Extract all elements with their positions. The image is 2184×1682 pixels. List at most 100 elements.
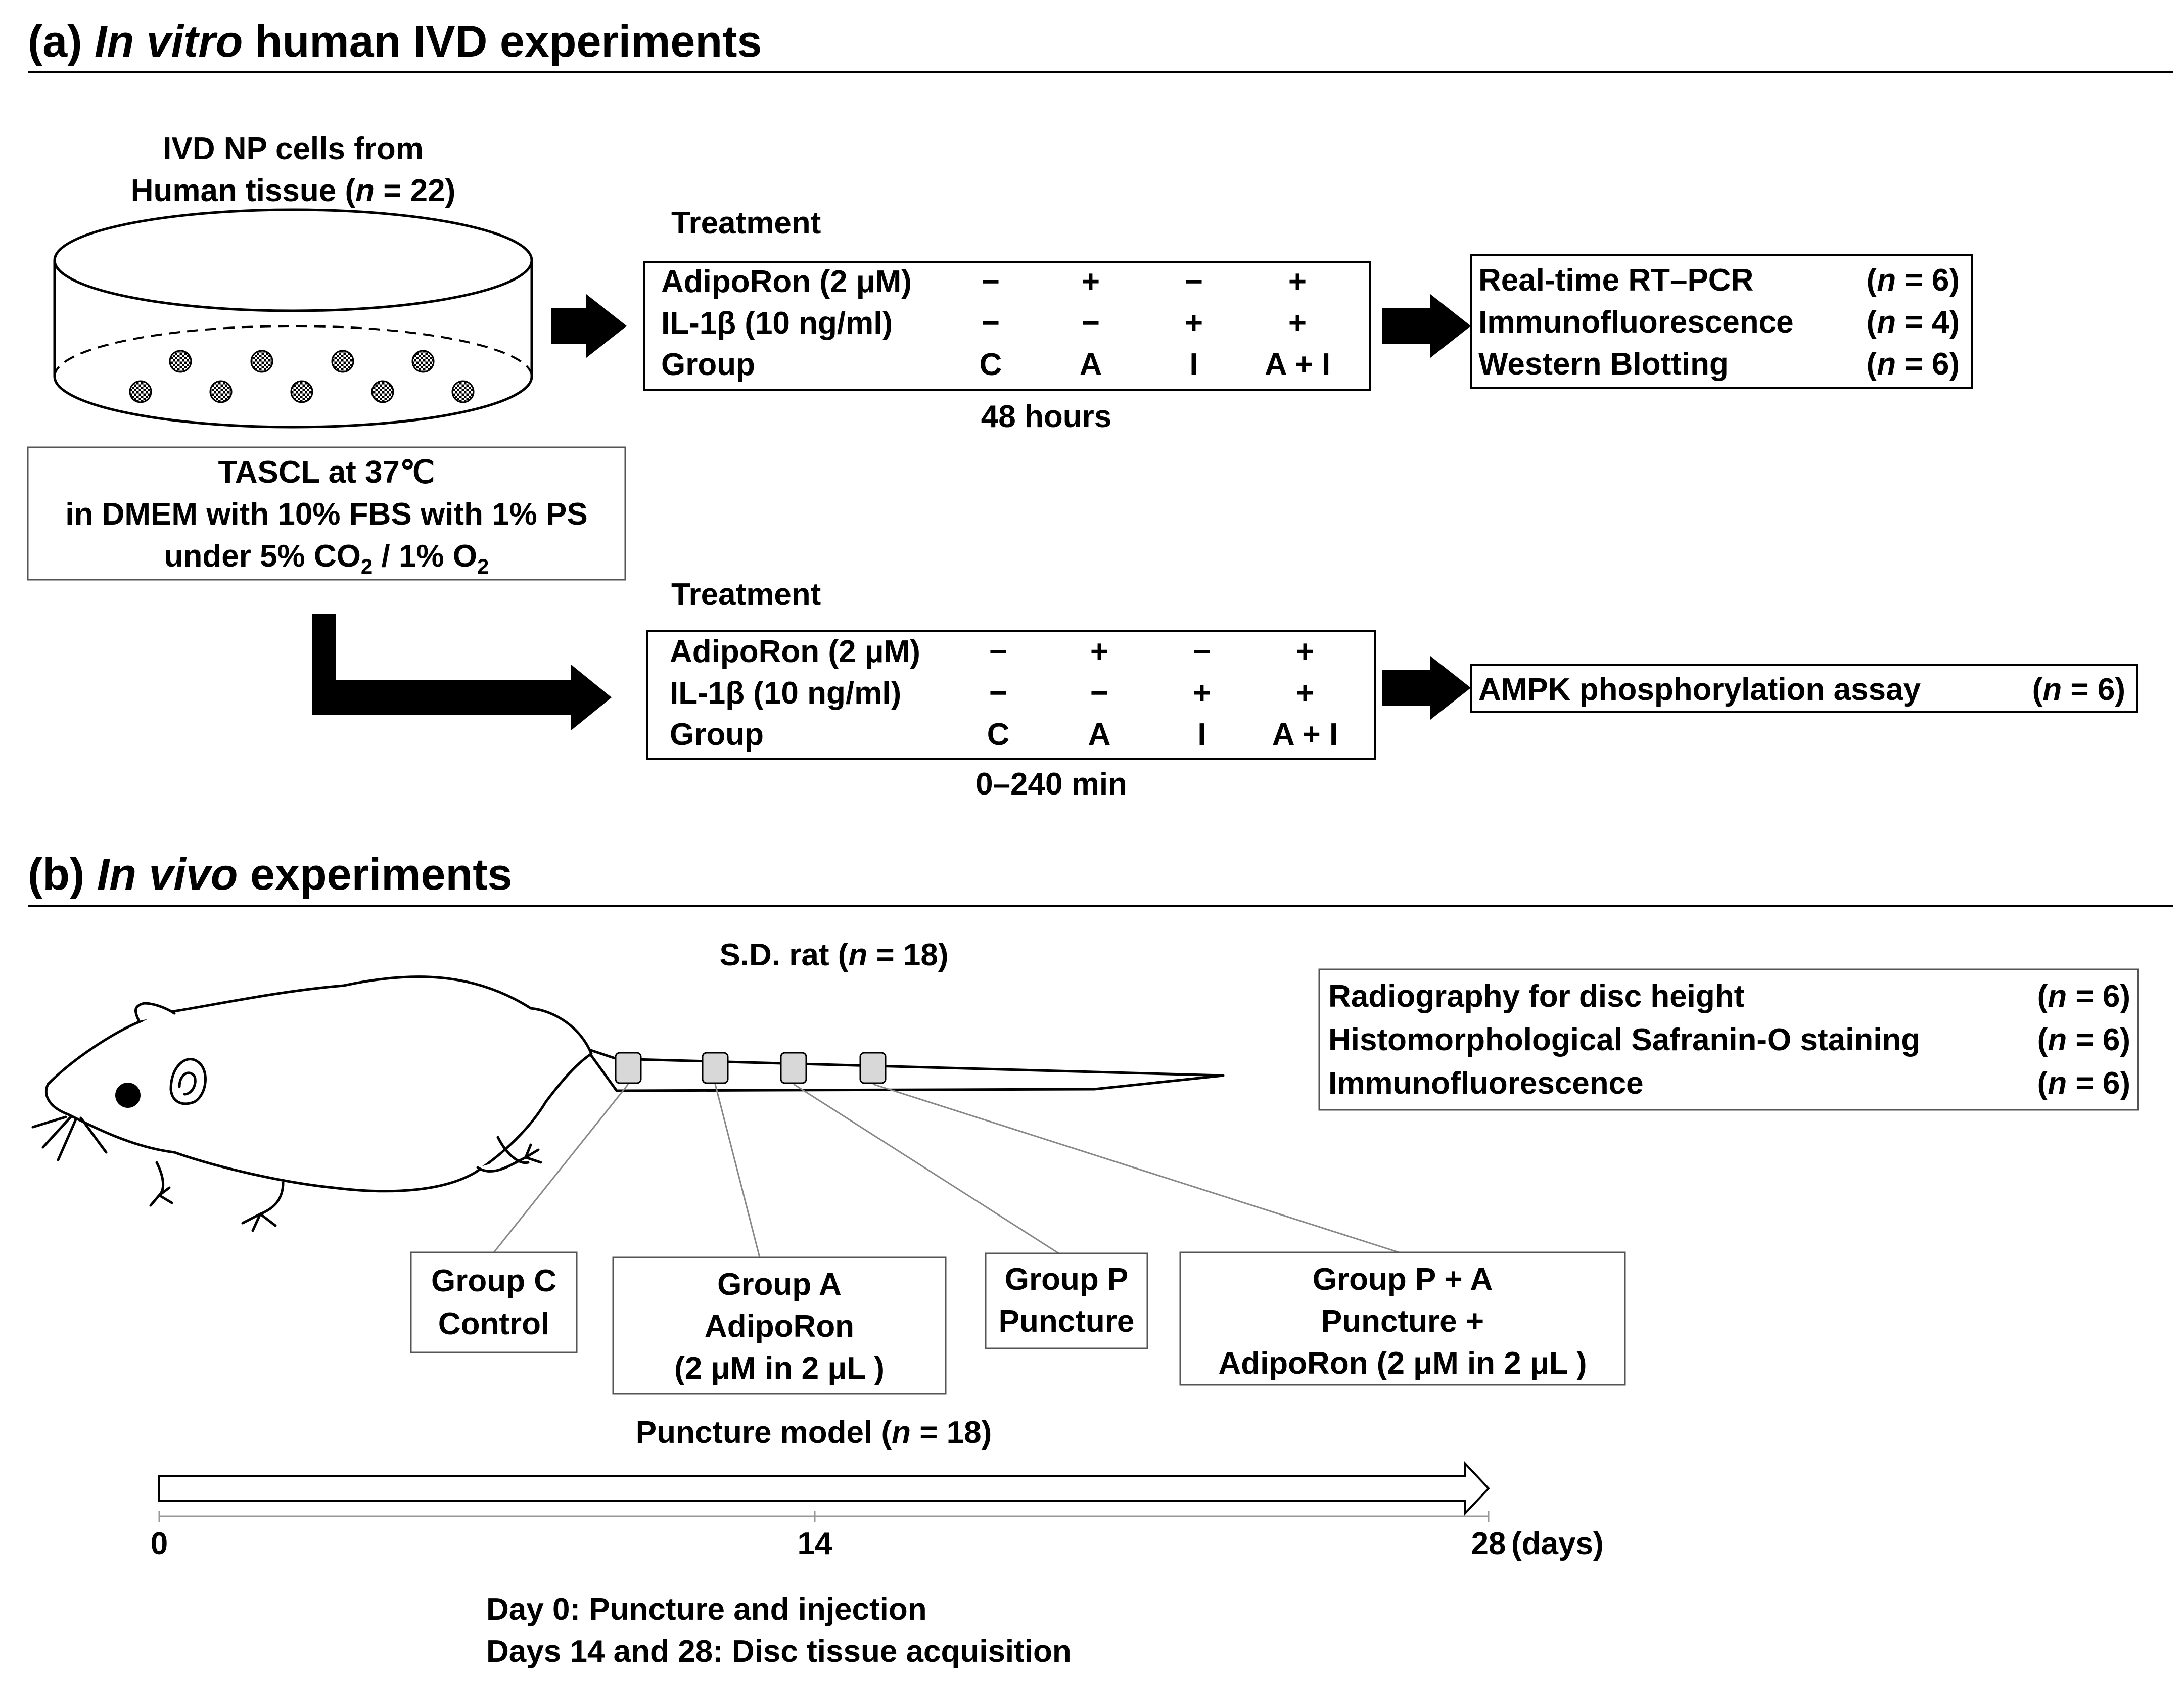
nucleus-pulposus-cells: [129, 350, 475, 403]
group-c-title: Group C: [431, 1264, 556, 1298]
cell-c-il1b: −: [982, 306, 1000, 341]
disc-1: [615, 1052, 642, 1084]
cell-i-adiporon: −: [1185, 264, 1203, 299]
row-label-il1b: IL-1β (10 ng/ml): [661, 306, 893, 341]
group-pa-dose: AdipoRon (2 μM in 2 μL ): [1218, 1346, 1587, 1381]
arrow-to-assays-1: [1382, 294, 1471, 358]
group-p-desc: Puncture: [999, 1304, 1135, 1339]
tick-28-label: 28: [1471, 1526, 1506, 1561]
row-label-adiporon-2: AdipoRon (2 μM): [670, 634, 920, 669]
note-day-0: Day 0: Puncture and injection: [486, 1592, 927, 1627]
cell-ai-adiporon: +: [1288, 264, 1307, 299]
group-c-2: C: [987, 717, 1010, 752]
assay-western-blotting-n: (n = 6): [1867, 347, 1960, 382]
group-a-title: Group A: [717, 1267, 842, 1302]
analysis-safranin-o-n: (n = 6): [2037, 1022, 2130, 1057]
group-a-dose: (2 μM in 2 μL ): [674, 1351, 885, 1386]
treatment-table-1-content: AdipoRon (2 μM) − + − + IL-1β (10 ng/ml)…: [661, 264, 1330, 382]
treatment-table-2: [646, 630, 1376, 760]
timeline-arrow: [158, 1460, 1490, 1517]
rat-icon: [31, 975, 1225, 1232]
analyses-box: [1318, 968, 2139, 1111]
assay-ampk-n: (n = 6): [2032, 672, 2125, 707]
assay-box-2: [1470, 664, 2138, 713]
puncture-model-label: Puncture model (n = 18): [636, 1415, 992, 1450]
cell-c-adiporon: −: [982, 264, 1000, 299]
tick-14-label: 14: [798, 1526, 832, 1561]
assay-ampk: AMPK phosphorylation assay: [1478, 672, 1921, 707]
analysis-immunofluorescence-n: (n = 6): [2037, 1066, 2130, 1101]
group-a: A: [1080, 347, 1102, 382]
cell-a-adiporon-2: +: [1090, 634, 1108, 669]
group-a-desc: AdipoRon: [705, 1309, 854, 1344]
group-a-2: A: [1088, 717, 1111, 752]
cell-ai-adiporon-2: +: [1296, 634, 1314, 669]
assay-western-blotting: Western Blotting: [1478, 347, 1729, 382]
culture-line1: TASCL at 37℃: [218, 455, 435, 490]
tick-0-label: 0: [151, 1526, 168, 1561]
group-ai-2: A + I: [1272, 717, 1338, 752]
group-c: C: [980, 347, 1002, 382]
disc-2: [702, 1052, 729, 1084]
cells-source-line1: IVD NP cells from: [163, 131, 424, 166]
group-a-box: [612, 1256, 947, 1395]
treatment-label-2: Treatment: [671, 577, 821, 612]
treatment-table-1: [643, 261, 1371, 391]
treatment-table-2-content: AdipoRon (2 μM) − + − + IL-1β (10 ng/ml)…: [670, 634, 1338, 752]
group-i-2: I: [1197, 717, 1206, 752]
culture-dish-icon: [53, 208, 533, 429]
arrow-to-treatment-1: [551, 294, 627, 358]
assay-rtpcr-n: (n = 6): [1867, 263, 1960, 298]
group-i: I: [1189, 347, 1198, 382]
culture-line3: under 5% CO2 / 1% O2: [164, 539, 489, 578]
cell-c-il1b-2: −: [989, 676, 1007, 711]
cell-i-adiporon-2: −: [1193, 634, 1211, 669]
tail-discs: [615, 1052, 887, 1084]
connector-group-a: [714, 1084, 761, 1258]
group-c-box: [410, 1251, 578, 1353]
assay-immunofluorescence: Immunofluorescence: [1478, 305, 1794, 340]
assays-box-1: [1470, 254, 1973, 389]
group-pa-title: Group P + A: [1313, 1262, 1493, 1297]
analysis-radiography: Radiography for disc height: [1328, 979, 1744, 1014]
section-b-title: (b) In vivo experiments: [28, 849, 512, 899]
row-label-adiporon: AdipoRon (2 μM): [661, 264, 912, 299]
duration-0-240min: 0–240 min: [975, 767, 1127, 802]
group-ai: A + I: [1265, 347, 1330, 382]
section-a-title: (a) In vitro human IVD experiments: [28, 16, 762, 66]
culture-conditions-box: [27, 446, 626, 581]
l-arrow-to-treatment-2: [312, 614, 612, 730]
cell-c-adiporon-2: −: [989, 634, 1007, 669]
analysis-immunofluorescence: Immunofluorescence: [1328, 1066, 1644, 1101]
group-p-title: Group P: [1005, 1262, 1129, 1297]
connector-group-c: [493, 1084, 629, 1253]
duration-48h: 48 hours: [981, 399, 1111, 434]
group-pa-box: [1179, 1251, 1626, 1386]
cell-a-il1b-2: −: [1090, 676, 1108, 711]
timeline-unit: (days): [1511, 1526, 1604, 1561]
cell-i-il1b: +: [1185, 306, 1203, 341]
rat-label: S.D. rat (n = 18): [719, 938, 948, 972]
cell-a-adiporon: +: [1082, 264, 1100, 299]
row-label-group: Group: [661, 347, 755, 382]
treatment-label-1: Treatment: [671, 206, 821, 241]
note-days-14-28: Days 14 and 28: Disc tissue acquisition: [486, 1634, 1072, 1669]
connector-group-p: [793, 1083, 1059, 1254]
connector-group-pa: [872, 1083, 1400, 1253]
group-p-box: [985, 1252, 1148, 1349]
disc-4: [859, 1052, 887, 1084]
row-label-il1b-2: IL-1β (10 ng/ml): [670, 676, 901, 711]
analysis-radiography-n: (n = 6): [2037, 979, 2130, 1014]
analysis-safranin-o: Histomorphological Safranin-O staining: [1328, 1022, 1920, 1057]
assay-rtpcr: Real-time RT–PCR: [1478, 263, 1753, 298]
cells-source-line2: Human tissue (n = 22): [131, 173, 456, 208]
cell-a-il1b: −: [1082, 306, 1100, 341]
disc-3: [780, 1052, 807, 1084]
cell-ai-il1b-2: +: [1296, 676, 1314, 711]
assay-immunofluorescence-n: (n = 4): [1867, 305, 1960, 340]
culture-line2: in DMEM with 10% FBS with 1% PS: [65, 497, 587, 532]
row-label-group-2: Group: [670, 717, 764, 752]
cell-ai-il1b: +: [1288, 306, 1307, 341]
arrow-to-assay-2: [1382, 656, 1471, 720]
